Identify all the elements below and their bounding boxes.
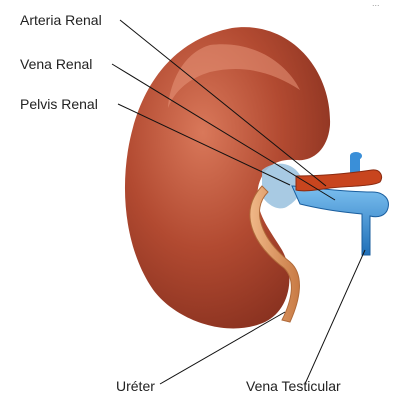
corner-mark: ... xyxy=(372,0,380,8)
leader-vena-testicular xyxy=(305,250,365,384)
label-arteria-renal: Arteria Renal xyxy=(20,12,102,28)
renal-vein xyxy=(292,186,388,255)
label-pelvis-renal: Pelvis Renal xyxy=(20,96,98,112)
renal-artery xyxy=(296,170,382,191)
label-vena-renal: Vena Renal xyxy=(20,56,92,72)
